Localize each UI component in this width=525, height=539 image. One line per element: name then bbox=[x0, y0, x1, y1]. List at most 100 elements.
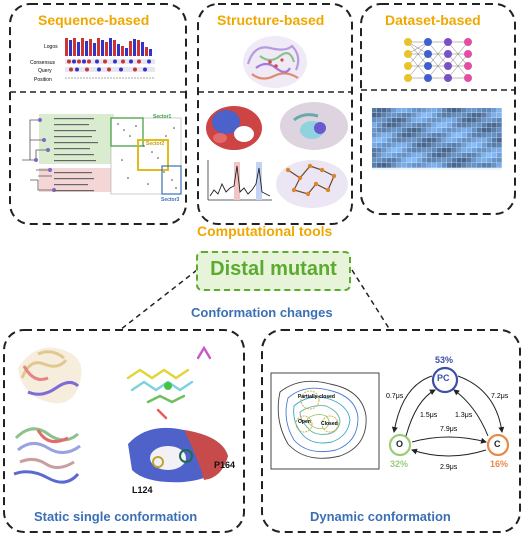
heatmap-cell bbox=[462, 113, 467, 118]
heatmap-cell bbox=[482, 163, 487, 168]
heatmap-cell bbox=[387, 118, 392, 123]
heatmap-cell bbox=[387, 128, 392, 133]
structure-panel-title: Structure-based bbox=[217, 12, 325, 28]
heatmap-cell bbox=[392, 153, 397, 158]
heatmap-cell bbox=[477, 158, 482, 163]
heatmap-cell bbox=[402, 133, 407, 138]
heatmap-cell bbox=[387, 153, 392, 158]
heatmap-cell bbox=[437, 163, 442, 168]
heatmap-cell bbox=[387, 108, 392, 113]
heatmap-cell bbox=[407, 138, 412, 143]
heatmap-cell bbox=[427, 128, 432, 133]
heatmap-cell bbox=[482, 118, 487, 123]
heatmap-cell bbox=[497, 113, 502, 118]
heatmap-cell bbox=[457, 128, 462, 133]
heatmap-cell bbox=[432, 163, 437, 168]
heatmap-cell bbox=[472, 153, 477, 158]
heatmap-cell bbox=[427, 143, 432, 148]
heatmap-cell bbox=[437, 133, 442, 138]
heatmap-cell bbox=[372, 163, 377, 168]
heatmap-cell bbox=[447, 163, 452, 168]
heatmap-cell bbox=[392, 123, 397, 128]
consensus-label: Consensus bbox=[30, 60, 56, 66]
heatmap-cell bbox=[492, 158, 497, 163]
sector3-label: Sector3 bbox=[161, 197, 180, 203]
heatmap-cell bbox=[452, 118, 457, 123]
heatmap-cell bbox=[487, 138, 492, 143]
heatmap-cell bbox=[442, 118, 447, 123]
heatmap-cell bbox=[422, 113, 427, 118]
sector1-label: Sector1 bbox=[153, 114, 172, 120]
heatmap-cell bbox=[402, 118, 407, 123]
heatmap-cell bbox=[472, 138, 477, 143]
heatmap-cell bbox=[442, 133, 447, 138]
heatmap-cell bbox=[407, 113, 412, 118]
heatmap-cell bbox=[382, 163, 387, 168]
heatmap-cell bbox=[432, 158, 437, 163]
heatmap-cell bbox=[437, 123, 442, 128]
state-c-pct: 16% bbox=[490, 459, 509, 469]
heatmap-cell bbox=[372, 148, 377, 153]
heatmap-cell bbox=[422, 128, 427, 133]
heatmap-cell bbox=[392, 118, 397, 123]
heatmap-cell bbox=[412, 153, 417, 158]
heatmap-cell bbox=[497, 163, 502, 168]
heatmap-cell bbox=[432, 143, 437, 148]
heatmap-cell bbox=[482, 148, 487, 153]
heatmap-cell bbox=[387, 158, 392, 163]
heatmap-cell bbox=[427, 153, 432, 158]
heatmap-cell bbox=[467, 118, 472, 123]
heatmap-cell bbox=[427, 138, 432, 143]
heatmap-cell bbox=[427, 163, 432, 168]
state-pc-circle bbox=[431, 366, 459, 394]
heatmap-cell bbox=[482, 123, 487, 128]
structure-analysis-images bbox=[206, 102, 348, 208]
heatmap-cell bbox=[467, 123, 472, 128]
heatmap-cell bbox=[457, 118, 462, 123]
heatmap-cell bbox=[432, 123, 437, 128]
heatmap-cell bbox=[467, 108, 472, 113]
heatmap-cell bbox=[467, 158, 472, 163]
heatmap-cell bbox=[457, 163, 462, 168]
heatmap-cell bbox=[422, 123, 427, 128]
map-label-open: Open bbox=[298, 419, 311, 425]
heatmap-cell bbox=[462, 128, 467, 133]
heatmap-cell bbox=[457, 138, 462, 143]
heatmap-cell bbox=[407, 133, 412, 138]
heatmap-cell bbox=[387, 163, 392, 168]
heatmap-cell bbox=[397, 138, 402, 143]
heatmap-cell bbox=[487, 158, 492, 163]
heatmap-cell bbox=[397, 133, 402, 138]
heatmap-cell bbox=[407, 108, 412, 113]
heatmap-cell bbox=[447, 143, 452, 148]
heatmap-cell bbox=[472, 163, 477, 168]
heatmap-cell bbox=[492, 143, 497, 148]
heatmap-cell bbox=[397, 163, 402, 168]
sequence-panel-title: Sequence-based bbox=[38, 12, 150, 28]
heatmap-cell bbox=[447, 133, 452, 138]
heatmap-cell bbox=[417, 163, 422, 168]
heatmap-cell bbox=[482, 153, 487, 158]
heatmap-cell bbox=[482, 158, 487, 163]
heatmap-cell bbox=[472, 118, 477, 123]
heatmap-cell bbox=[377, 118, 382, 123]
heatmap-cell bbox=[452, 123, 457, 128]
heatmap-cell bbox=[487, 118, 492, 123]
heatmap-cell bbox=[372, 118, 377, 123]
heatmap-cell bbox=[482, 133, 487, 138]
heatmap-cell bbox=[497, 148, 502, 153]
heatmap-cell bbox=[412, 113, 417, 118]
heatmap-cell bbox=[452, 128, 457, 133]
heatmap-cell bbox=[477, 148, 482, 153]
heatmap-cell bbox=[392, 108, 397, 113]
heatmap-cell bbox=[472, 143, 477, 148]
heatmap-cell bbox=[422, 133, 427, 138]
heatmap-cell bbox=[487, 123, 492, 128]
heatmap-cell bbox=[377, 113, 382, 118]
heatmap-cell bbox=[372, 143, 377, 148]
rate-label-6: 2.9μs bbox=[440, 464, 458, 471]
heatmap-cell bbox=[492, 123, 497, 128]
distal-mutant-label: Distal mutant bbox=[210, 258, 337, 280]
state-pc-pct: 53% bbox=[435, 355, 454, 365]
